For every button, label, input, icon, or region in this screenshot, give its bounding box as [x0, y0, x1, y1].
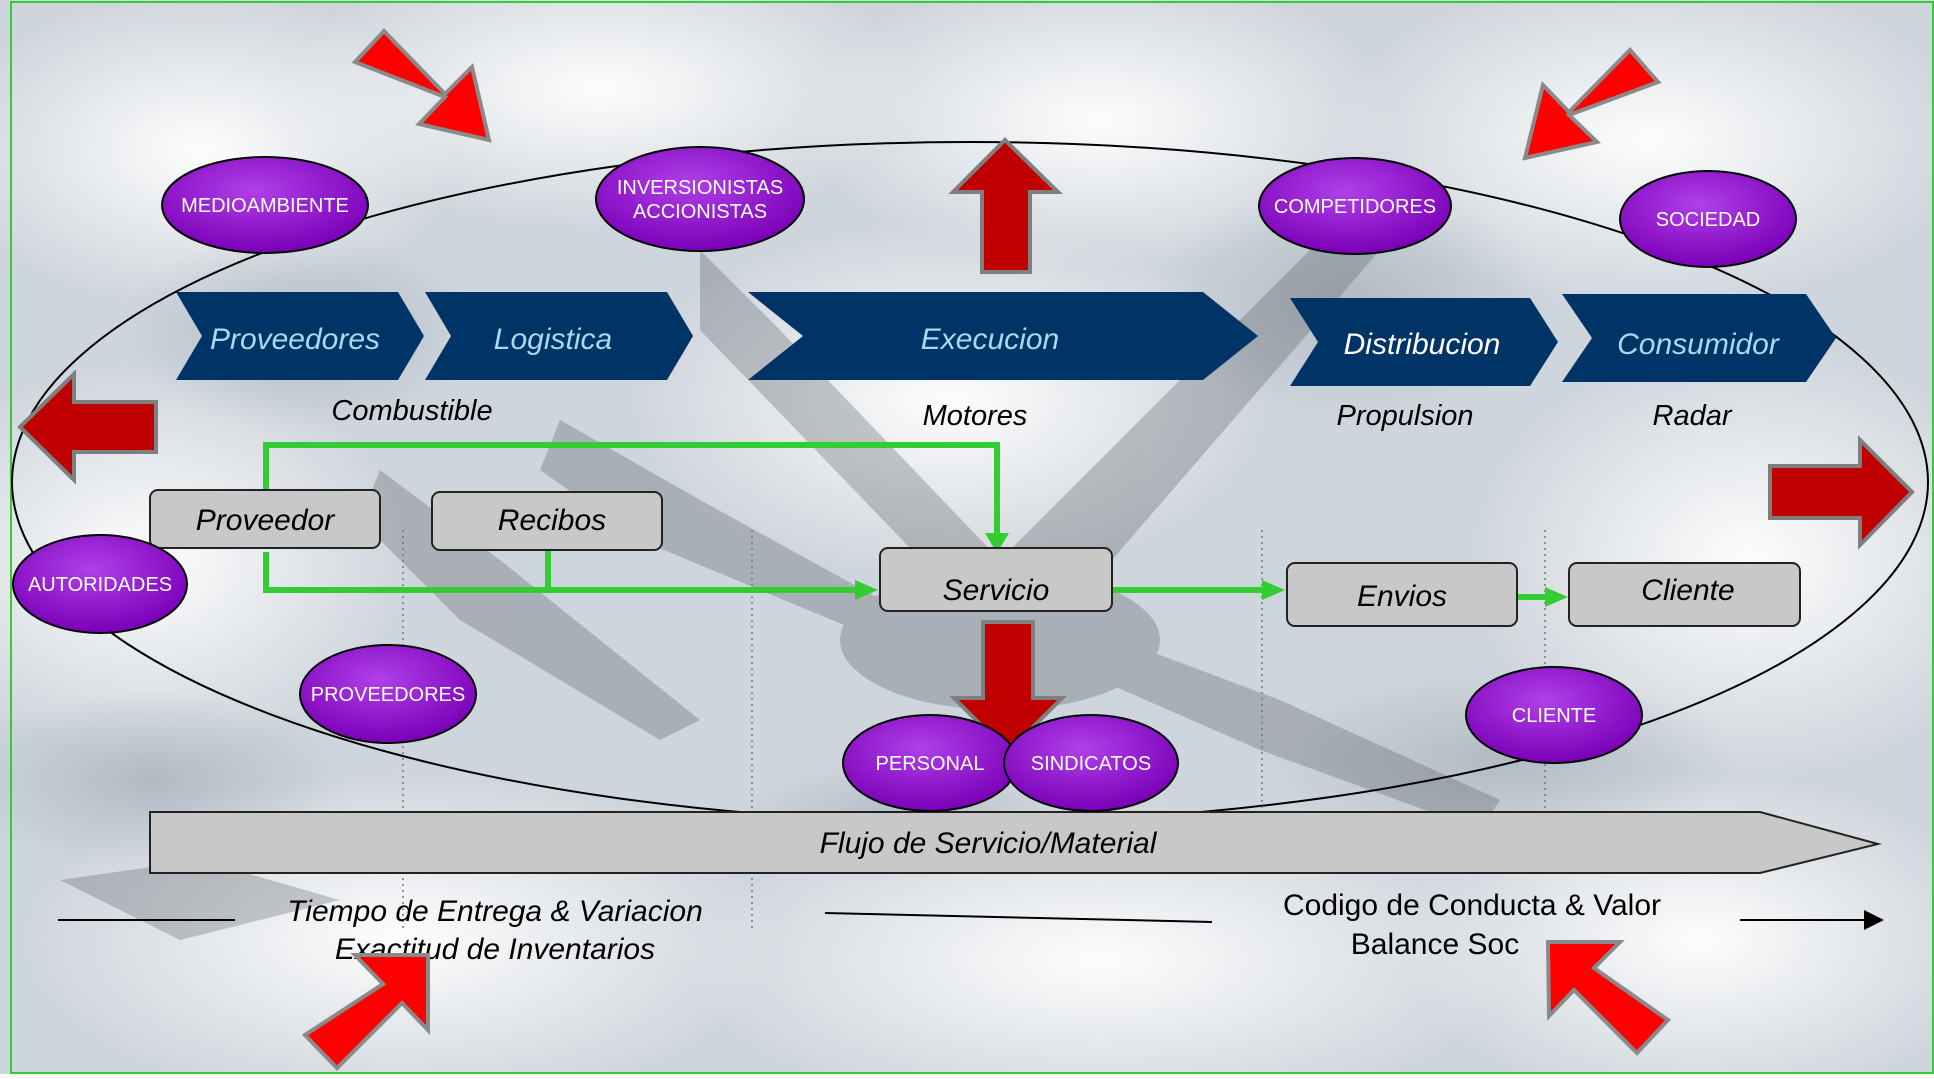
- bottom-annotations: Tiempo de Entrega & Variacion Exactitud …: [58, 889, 1884, 966]
- flow-line-proveedor-to-servicio-top: [263, 442, 1000, 537]
- arrowhead-down-servicio: [985, 533, 1009, 553]
- stakeholder-sociedad-label: SOCIEDAD: [1656, 209, 1760, 231]
- stakeholder-medioambiente-label: MEDIOAMBIENTE: [181, 195, 349, 217]
- left-arrow-icon: [17, 369, 158, 485]
- bottom-right-line1: Codigo de Conducta & Valor: [1283, 889, 1661, 922]
- stakeholder-cliente[interactable]: CLIENTE: [1465, 666, 1643, 764]
- stakeholder-competidores-label: COMPETIDORES: [1274, 196, 1436, 218]
- right-arrow-icon: [1768, 435, 1915, 550]
- stakeholder-autoridades[interactable]: AUTORIDADES: [12, 534, 188, 634]
- chevron-consumidor-shape: [1562, 294, 1836, 382]
- sublabel-row: Combustible Motores Propulsion Radar: [331, 395, 1732, 432]
- chevron-distribucion-label: Distribucion: [1344, 328, 1501, 361]
- chevron-logistica[interactable]: Logistica: [425, 292, 693, 380]
- stakeholder-proveedores-label: PROVEEDORES: [311, 684, 465, 706]
- bright-red-arrows: [301, 28, 1672, 1071]
- down-arrow-icon: [949, 620, 1067, 755]
- chevron-row: Proveedores Logistica Execucion Distribucio…: [176, 292, 1836, 386]
- up-arrow-icon: [948, 137, 1063, 274]
- box-servicio[interactable]: Servicio: [879, 547, 1113, 612]
- stakeholder-inversionistas-label: INVERSIONISTAS: [617, 177, 783, 199]
- sublabel-combustible: Combustible: [331, 395, 492, 427]
- box-proveedor[interactable]: Proveedor: [149, 489, 381, 549]
- stakeholder-personal[interactable]: PERSONAL: [842, 714, 1018, 812]
- box-proveedor-label: Proveedor: [196, 504, 335, 537]
- box-cliente[interactable]: Cliente: [1568, 562, 1801, 627]
- flow-line-proveedor-to-servicio-bottom: [263, 552, 855, 593]
- stakeholder-medioambiente-oval: [161, 156, 369, 254]
- flow-bar-label: Flujo de Servicio/Material: [820, 827, 1158, 860]
- stakeholder-inversionistas-label: ACCIONISTAS: [633, 201, 767, 223]
- bottom-right-line2: Balance Soc: [1351, 928, 1519, 961]
- box-recibos-label: Recibos: [498, 504, 606, 537]
- stakeholder-competidores[interactable]: COMPETIDORES: [1258, 157, 1452, 255]
- stakeholder-sociedad-oval: [1619, 170, 1797, 268]
- stakeholder-proveedores[interactable]: PROVEEDORES: [299, 644, 477, 744]
- stakeholder-autoridades-label: AUTORIDADES: [28, 574, 172, 596]
- box-cliente-label: Cliente: [1641, 574, 1734, 607]
- chevron-proveedores[interactable]: Proveedores: [176, 292, 424, 380]
- stakeholder-proveedores-oval: [299, 644, 477, 744]
- flow-connectors: [263, 442, 1545, 600]
- chevron-consumidor[interactable]: Consumidor: [1562, 294, 1836, 382]
- sublabel-propulsion: Propulsion: [1336, 400, 1473, 432]
- stakeholder-competidores-oval: [1258, 157, 1452, 255]
- dark-red-arrows: [17, 137, 1915, 755]
- box-envios[interactable]: Envios: [1286, 562, 1518, 627]
- flow-arrowheads: [855, 533, 1568, 607]
- diagonal-arrow-top-right-icon: [1522, 47, 1662, 161]
- bottom-left-line1: Tiempo de Entrega & Variacion: [287, 895, 703, 928]
- chevron-execucion[interactable]: Execucion: [748, 292, 1258, 380]
- chevron-proveedores-shape: [176, 292, 424, 380]
- flow-bar: Flujo de Servicio/Material: [149, 811, 1882, 874]
- stakeholder-sindicatos-label: SINDICATOS: [1031, 753, 1151, 775]
- stakeholder-sociedad[interactable]: SOCIEDAD: [1619, 170, 1797, 268]
- chevron-consumidor-label: Consumidor: [1617, 328, 1780, 361]
- stakeholder-personal-label: PERSONAL: [876, 753, 985, 775]
- stakeholder-sindicatos[interactable]: SINDICATOS: [1003, 714, 1179, 812]
- process-boxes: Proveedor Recibos Servicio Envios Client…: [149, 489, 1801, 627]
- frame-border: [10, 1, 1934, 1074]
- arrowhead-right-cliente: [1545, 587, 1568, 607]
- box-servicio-label: Servicio: [943, 574, 1050, 607]
- chevron-logistica-label: Logistica: [494, 323, 612, 356]
- box-envios-label: Envios: [1357, 580, 1447, 613]
- chevron-execucion-shape: [748, 292, 1258, 380]
- diagonal-arrow-bottom-left-icon: [301, 953, 430, 1071]
- box-recibos[interactable]: Recibos: [431, 491, 663, 551]
- stakeholder-autoridades-oval: [12, 534, 188, 634]
- arrowhead-right-servicio: [855, 580, 878, 600]
- chevron-execucion-label: Execucion: [921, 323, 1059, 356]
- stakeholder-cliente-oval: [1465, 666, 1643, 764]
- chevron-logistica-shape: [425, 292, 693, 380]
- chevron-distribucion[interactable]: Distribucion: [1290, 298, 1558, 386]
- chevron-distribucion-shape: [1290, 298, 1558, 386]
- diagonal-arrow-bottom-right-icon: [1545, 940, 1672, 1056]
- stakeholder-cliente-label: CLIENTE: [1512, 705, 1596, 727]
- stakeholder-medioambiente[interactable]: MEDIOAMBIENTE: [161, 156, 369, 254]
- stakeholder-inversionistas-oval: [595, 146, 805, 252]
- arrowhead-right-envios: [1262, 580, 1285, 600]
- sublabel-motores: Motores: [923, 400, 1028, 432]
- sublabel-radar: Radar: [1653, 400, 1733, 432]
- chevron-proveedores-label: Proveedores: [210, 323, 380, 356]
- diagonal-arrow-top-left-icon: [351, 28, 492, 143]
- stakeholder-sindicatos-oval: [1003, 714, 1179, 812]
